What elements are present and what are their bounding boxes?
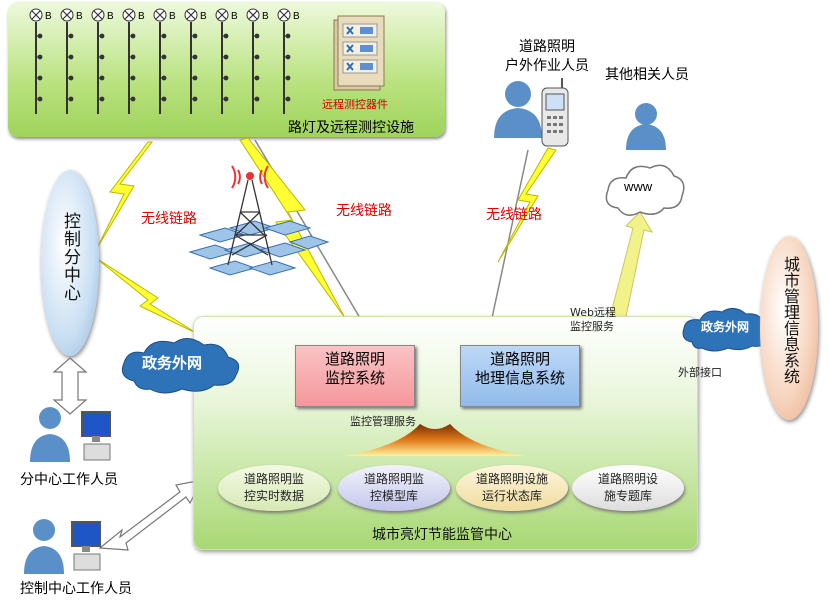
street-lamp-icon: B	[277, 8, 300, 114]
mobile-phone-icon	[541, 78, 569, 147]
other-people-label: 其他相关人员	[605, 67, 689, 83]
wireless-link-label: 无线链路	[486, 207, 542, 223]
db-thematic-library: 道路照明设 施专题库	[572, 465, 684, 511]
www-label: www	[624, 179, 653, 194]
street-lamp-icon: B	[91, 8, 114, 114]
center-title: 城市亮灯节能监管中心	[372, 527, 512, 543]
control-center-link-arrow	[98, 479, 204, 551]
svg-text:B: B	[262, 11, 269, 22]
gov-net-cloud-left	[121, 338, 240, 394]
internet-cloud-icon	[605, 164, 685, 216]
db-model-library: 道路照明监 控模型库	[338, 465, 450, 511]
gov-net-right-label: 政务外网	[701, 320, 750, 334]
street-lamp-icon: B	[215, 8, 238, 114]
street-lamp-icon: B	[60, 8, 83, 114]
outdoor-workers-label: 道路照明 户外作业人员	[505, 39, 589, 74]
computer-icon	[81, 411, 111, 461]
street-lamp-icon: B	[184, 8, 207, 114]
web-service-label: Web远程 监控服务	[570, 306, 616, 333]
svg-text:B: B	[200, 11, 207, 22]
city-mgmt-label: 城市管理信息系统	[781, 256, 800, 384]
svg-text:B: B	[169, 11, 176, 22]
remote-device-label: 远程测控器件	[322, 98, 388, 111]
svg-text:B: B	[76, 11, 83, 22]
control-center-staff-label: 控制中心工作人员	[20, 581, 132, 597]
wireless-link-label: 无线链路	[141, 211, 197, 227]
street-lamp-icon: B	[246, 8, 269, 114]
remote-control-device-icon	[333, 15, 385, 91]
wireless-bolt	[95, 141, 154, 251]
subcenter-staff-label: 分中心工作人员	[20, 472, 118, 488]
lighting-monitor-system: 道路照明 监控系统	[295, 345, 415, 407]
subcenter-link-arrow	[52, 357, 88, 415]
link-line	[491, 149, 529, 319]
service-cone-shape	[345, 424, 525, 456]
svg-text:B: B	[138, 11, 145, 22]
wireless-bolt	[497, 147, 557, 263]
control-subcenter-label: 控制分中心	[60, 212, 80, 302]
control-center-staff-icon	[24, 519, 101, 574]
control-subcenter-ellipse	[41, 170, 99, 356]
monitor-service-label: 监控管理服务	[350, 415, 416, 428]
lighting-gis-system: 道路照明 地理信息系统	[460, 345, 580, 407]
street-lamp-icon: B	[153, 8, 176, 114]
facilities-label: 路灯及远程测控设施	[288, 120, 414, 136]
other-person-icon	[626, 103, 666, 150]
external-interface-label: 外部接口	[678, 366, 722, 379]
wireless-link-label: 无线链路	[336, 203, 392, 219]
db-status-library: 道路照明设施 运行状态库	[456, 465, 568, 511]
gov-net-left-label: 政务外网	[142, 354, 203, 372]
street-lamp-icon: B	[29, 8, 52, 114]
subcenter-staff-icon	[30, 407, 111, 462]
city-mgmt-ellipse	[760, 236, 818, 420]
wireless-tower-icon	[188, 165, 330, 276]
computer-icon	[71, 521, 101, 571]
db-realtime-data: 道路照明监 控实时数据	[218, 465, 330, 511]
outdoor-worker-person-icon	[494, 78, 569, 147]
svg-text:B: B	[107, 11, 114, 22]
svg-text:B: B	[45, 11, 52, 22]
svg-text:B: B	[293, 11, 300, 22]
street-lamp-icon: B	[122, 8, 145, 114]
svg-text:B: B	[231, 11, 238, 22]
